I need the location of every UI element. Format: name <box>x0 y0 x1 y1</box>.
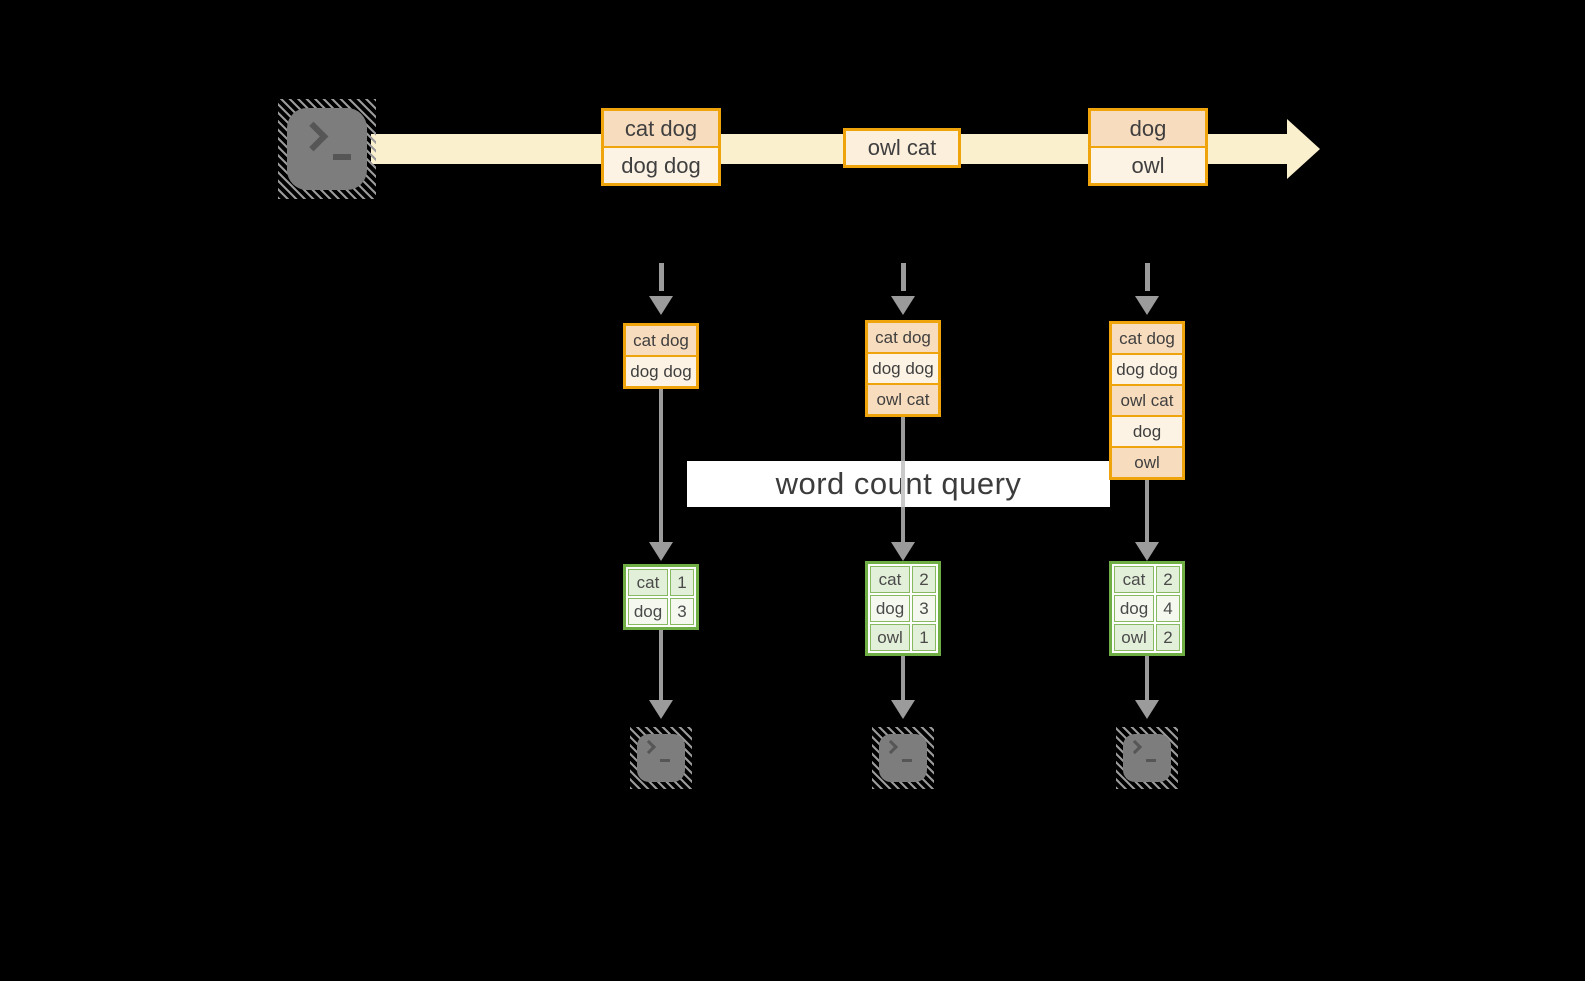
word-cell: dog <box>870 595 910 622</box>
word-cell: owl <box>1114 624 1154 651</box>
source-terminal-icon <box>278 99 376 199</box>
terminal-screen <box>1123 734 1171 782</box>
prompt-chevron-icon <box>883 739 899 755</box>
ingest-arrow-head <box>1135 296 1159 315</box>
terminal-screen <box>287 108 367 190</box>
count-cell: 1 <box>670 569 694 596</box>
stream-record: dog owl <box>1088 108 1208 186</box>
query-arrow-head <box>649 542 673 561</box>
output-arrow-head <box>1135 700 1159 719</box>
micro-batch: cat dog dog dog <box>623 323 699 389</box>
stream-record: owl cat <box>843 128 961 168</box>
batch-item: cat dog <box>626 326 696 355</box>
output-arrow-head <box>891 700 915 719</box>
prompt-cursor-icon <box>902 759 912 762</box>
ingest-arrow-head <box>891 296 915 315</box>
prompt-cursor-icon <box>660 759 670 762</box>
word-cell: cat <box>1114 566 1154 593</box>
count-table: cat 1 dog 3 <box>623 564 699 630</box>
output-arrow-shaft <box>659 630 663 700</box>
output-arrow-shaft <box>901 656 905 700</box>
output-arrow-shaft <box>1145 656 1149 700</box>
record-cell: dog <box>1091 111 1205 146</box>
record-cell: dog dog <box>604 148 718 183</box>
prompt-cursor-icon <box>333 154 351 160</box>
table-row: owl 2 <box>1114 624 1180 651</box>
ingest-arrow-head <box>649 296 673 315</box>
batch-item: owl cat <box>868 385 938 414</box>
stream-record: cat dog dog dog <box>601 108 721 186</box>
table-row: cat 1 <box>628 569 694 596</box>
prompt-chevron-icon <box>641 739 657 755</box>
batch-item: dog dog <box>868 354 938 383</box>
word-cell: cat <box>628 569 668 596</box>
count-cell: 2 <box>1156 624 1180 651</box>
batch-item: owl cat <box>1112 386 1182 415</box>
batch-item: dog dog <box>626 357 696 386</box>
query-arrow-shaft <box>1145 480 1149 542</box>
count-cell: 2 <box>1156 566 1180 593</box>
sink-terminal-icon <box>1116 727 1178 789</box>
ingest-arrow-dash <box>1145 263 1150 291</box>
count-cell: 1 <box>912 624 936 651</box>
query-label: word count query <box>687 461 1110 507</box>
record-cell: owl cat <box>846 131 958 165</box>
table-row: owl 1 <box>870 624 936 651</box>
prompt-cursor-icon <box>1146 759 1156 762</box>
count-table: cat 2 dog 3 owl 1 <box>865 561 941 656</box>
query-arrow-head <box>1135 542 1159 561</box>
table-row: cat 2 <box>870 566 936 593</box>
query-arrow-shaft <box>659 389 663 542</box>
word-cell: dog <box>628 598 668 625</box>
batch-item: cat dog <box>1112 324 1182 353</box>
prompt-chevron-icon <box>298 121 329 152</box>
ingest-arrow-dash <box>901 263 906 291</box>
terminal-screen <box>637 734 685 782</box>
ingest-arrow-dash <box>659 263 664 291</box>
batch-item: owl <box>1112 448 1182 477</box>
table-row: dog 4 <box>1114 595 1180 622</box>
query-arrow-head <box>891 542 915 561</box>
table-row: dog 3 <box>870 595 936 622</box>
word-cell: owl <box>870 624 910 651</box>
output-arrow-head <box>649 700 673 719</box>
table-row: cat 2 <box>1114 566 1180 593</box>
record-cell: cat dog <box>604 111 718 146</box>
terminal-screen <box>879 734 927 782</box>
query-arrow-overlay <box>901 461 905 507</box>
sink-terminal-icon <box>872 727 934 789</box>
word-cell: cat <box>870 566 910 593</box>
batch-item: dog <box>1112 417 1182 446</box>
micro-batch: cat dog dog dog owl cat dog owl <box>1109 321 1185 480</box>
stream-arrow-head <box>1287 119 1320 179</box>
batch-item: cat dog <box>868 323 938 352</box>
word-cell: dog <box>1114 595 1154 622</box>
count-cell: 3 <box>912 595 936 622</box>
table-row: dog 3 <box>628 598 694 625</box>
record-cell: owl <box>1091 148 1205 183</box>
count-table: cat 2 dog 4 owl 2 <box>1109 561 1185 656</box>
prompt-chevron-icon <box>1127 739 1143 755</box>
count-cell: 4 <box>1156 595 1180 622</box>
micro-batch: cat dog dog dog owl cat <box>865 320 941 417</box>
batch-item: dog dog <box>1112 355 1182 384</box>
count-cell: 2 <box>912 566 936 593</box>
sink-terminal-icon <box>630 727 692 789</box>
count-cell: 3 <box>670 598 694 625</box>
